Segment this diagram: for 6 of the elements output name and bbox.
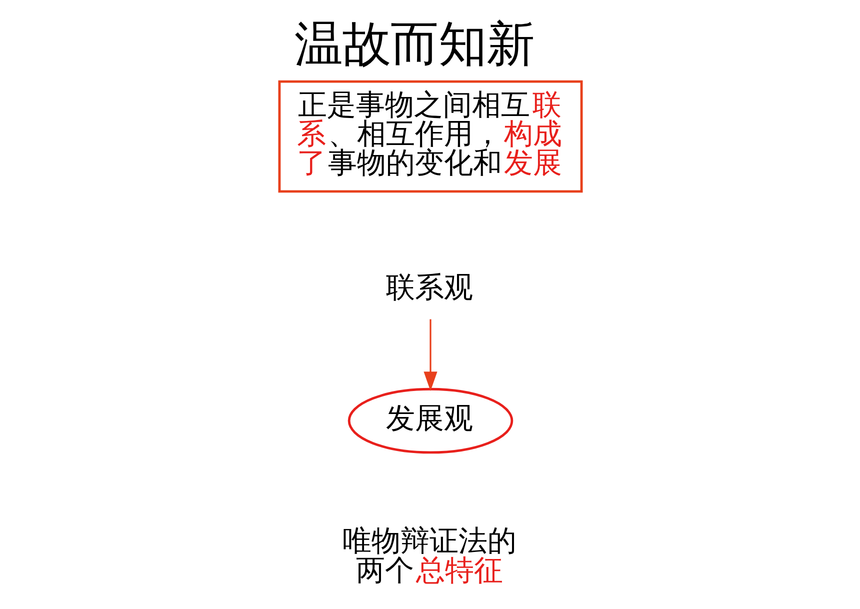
node-box: 正是事物之间相互联系、相互作用，构成了事物的变化和发展	[278, 80, 582, 193]
diagram-title: 温故而知新	[294, 16, 534, 73]
node-text: 联系观	[386, 270, 473, 304]
arrow	[423, 319, 437, 392]
node-ellipse: 发展观	[347, 388, 513, 454]
node-text: 唯物辩证法的两个总特征	[342, 524, 516, 587]
